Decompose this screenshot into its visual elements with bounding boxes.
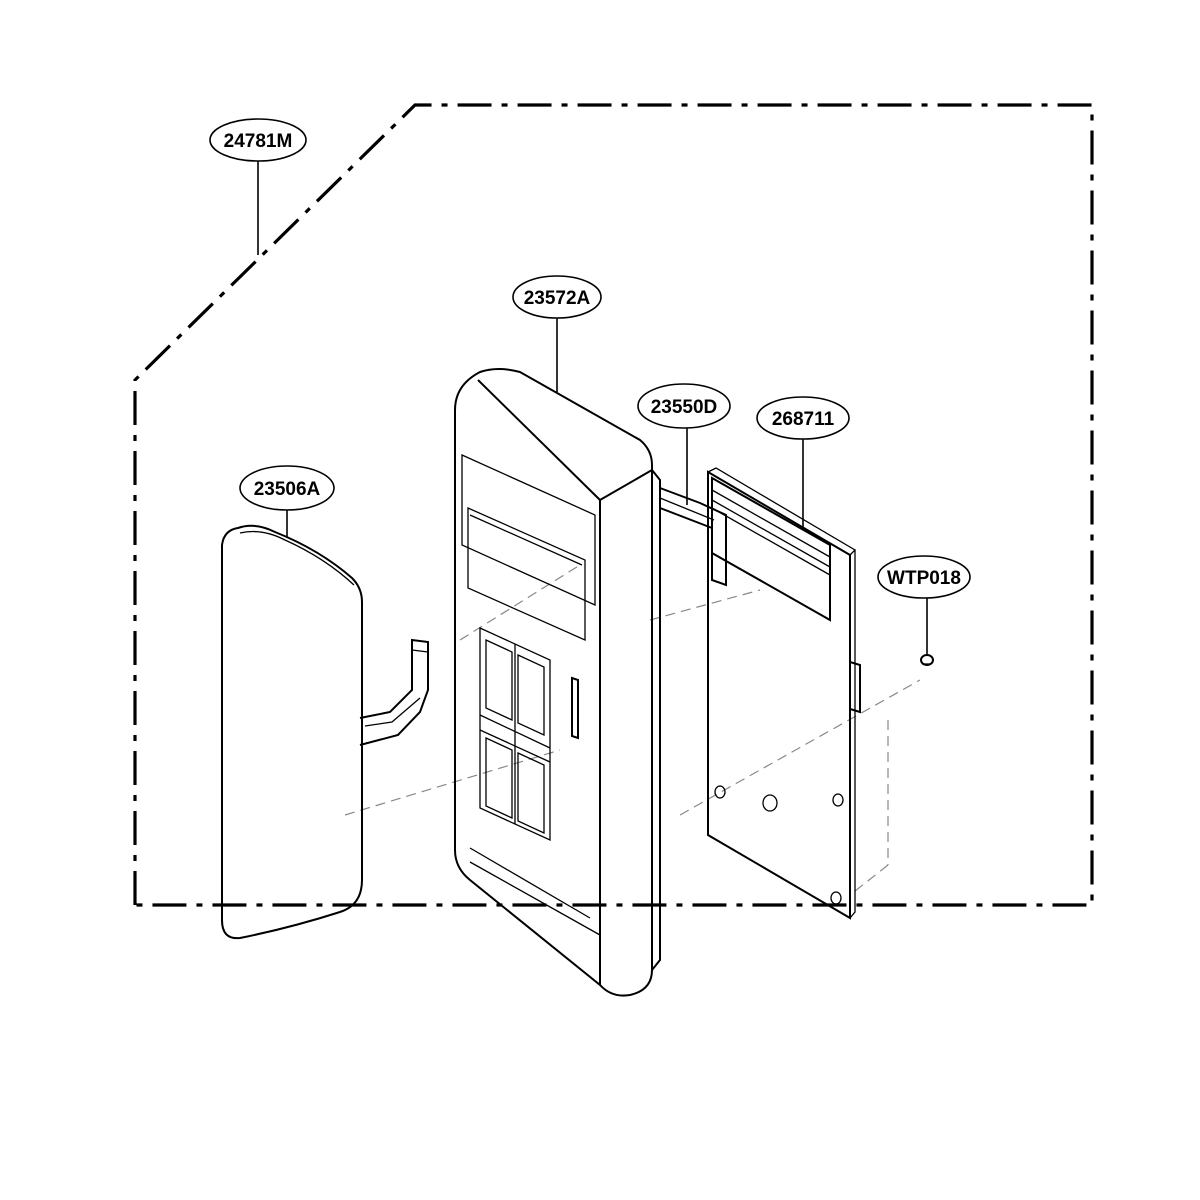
assembly-boundary [133, 103, 1094, 907]
label-WTP018-text: WTP018 [887, 568, 961, 589]
screw-part [920, 654, 934, 666]
label-23506A: 23506A [239, 465, 335, 511]
label-WTP018: WTP018 [877, 555, 971, 599]
projection-lines [344, 564, 921, 896]
control-panel-frame-part [454, 368, 661, 997]
label-23506A-text: 23506A [254, 479, 321, 500]
label-23572A-text: 23572A [524, 288, 591, 309]
label-268711-text: 268711 [772, 409, 835, 430]
label-23572A: 23572A [512, 275, 602, 319]
label-23550D: 23550D [637, 383, 731, 429]
leader-lines [257, 160, 928, 654]
label-24781M: 24781M [209, 118, 307, 162]
label-23550D-text: 23550D [651, 397, 718, 418]
circuit-board-part [707, 467, 861, 920]
label-268711: 268711 [756, 396, 850, 440]
keypad-membrane-part [221, 524, 429, 940]
membrane-connector-part [659, 486, 727, 587]
label-24781M-text: 24781M [224, 131, 293, 152]
